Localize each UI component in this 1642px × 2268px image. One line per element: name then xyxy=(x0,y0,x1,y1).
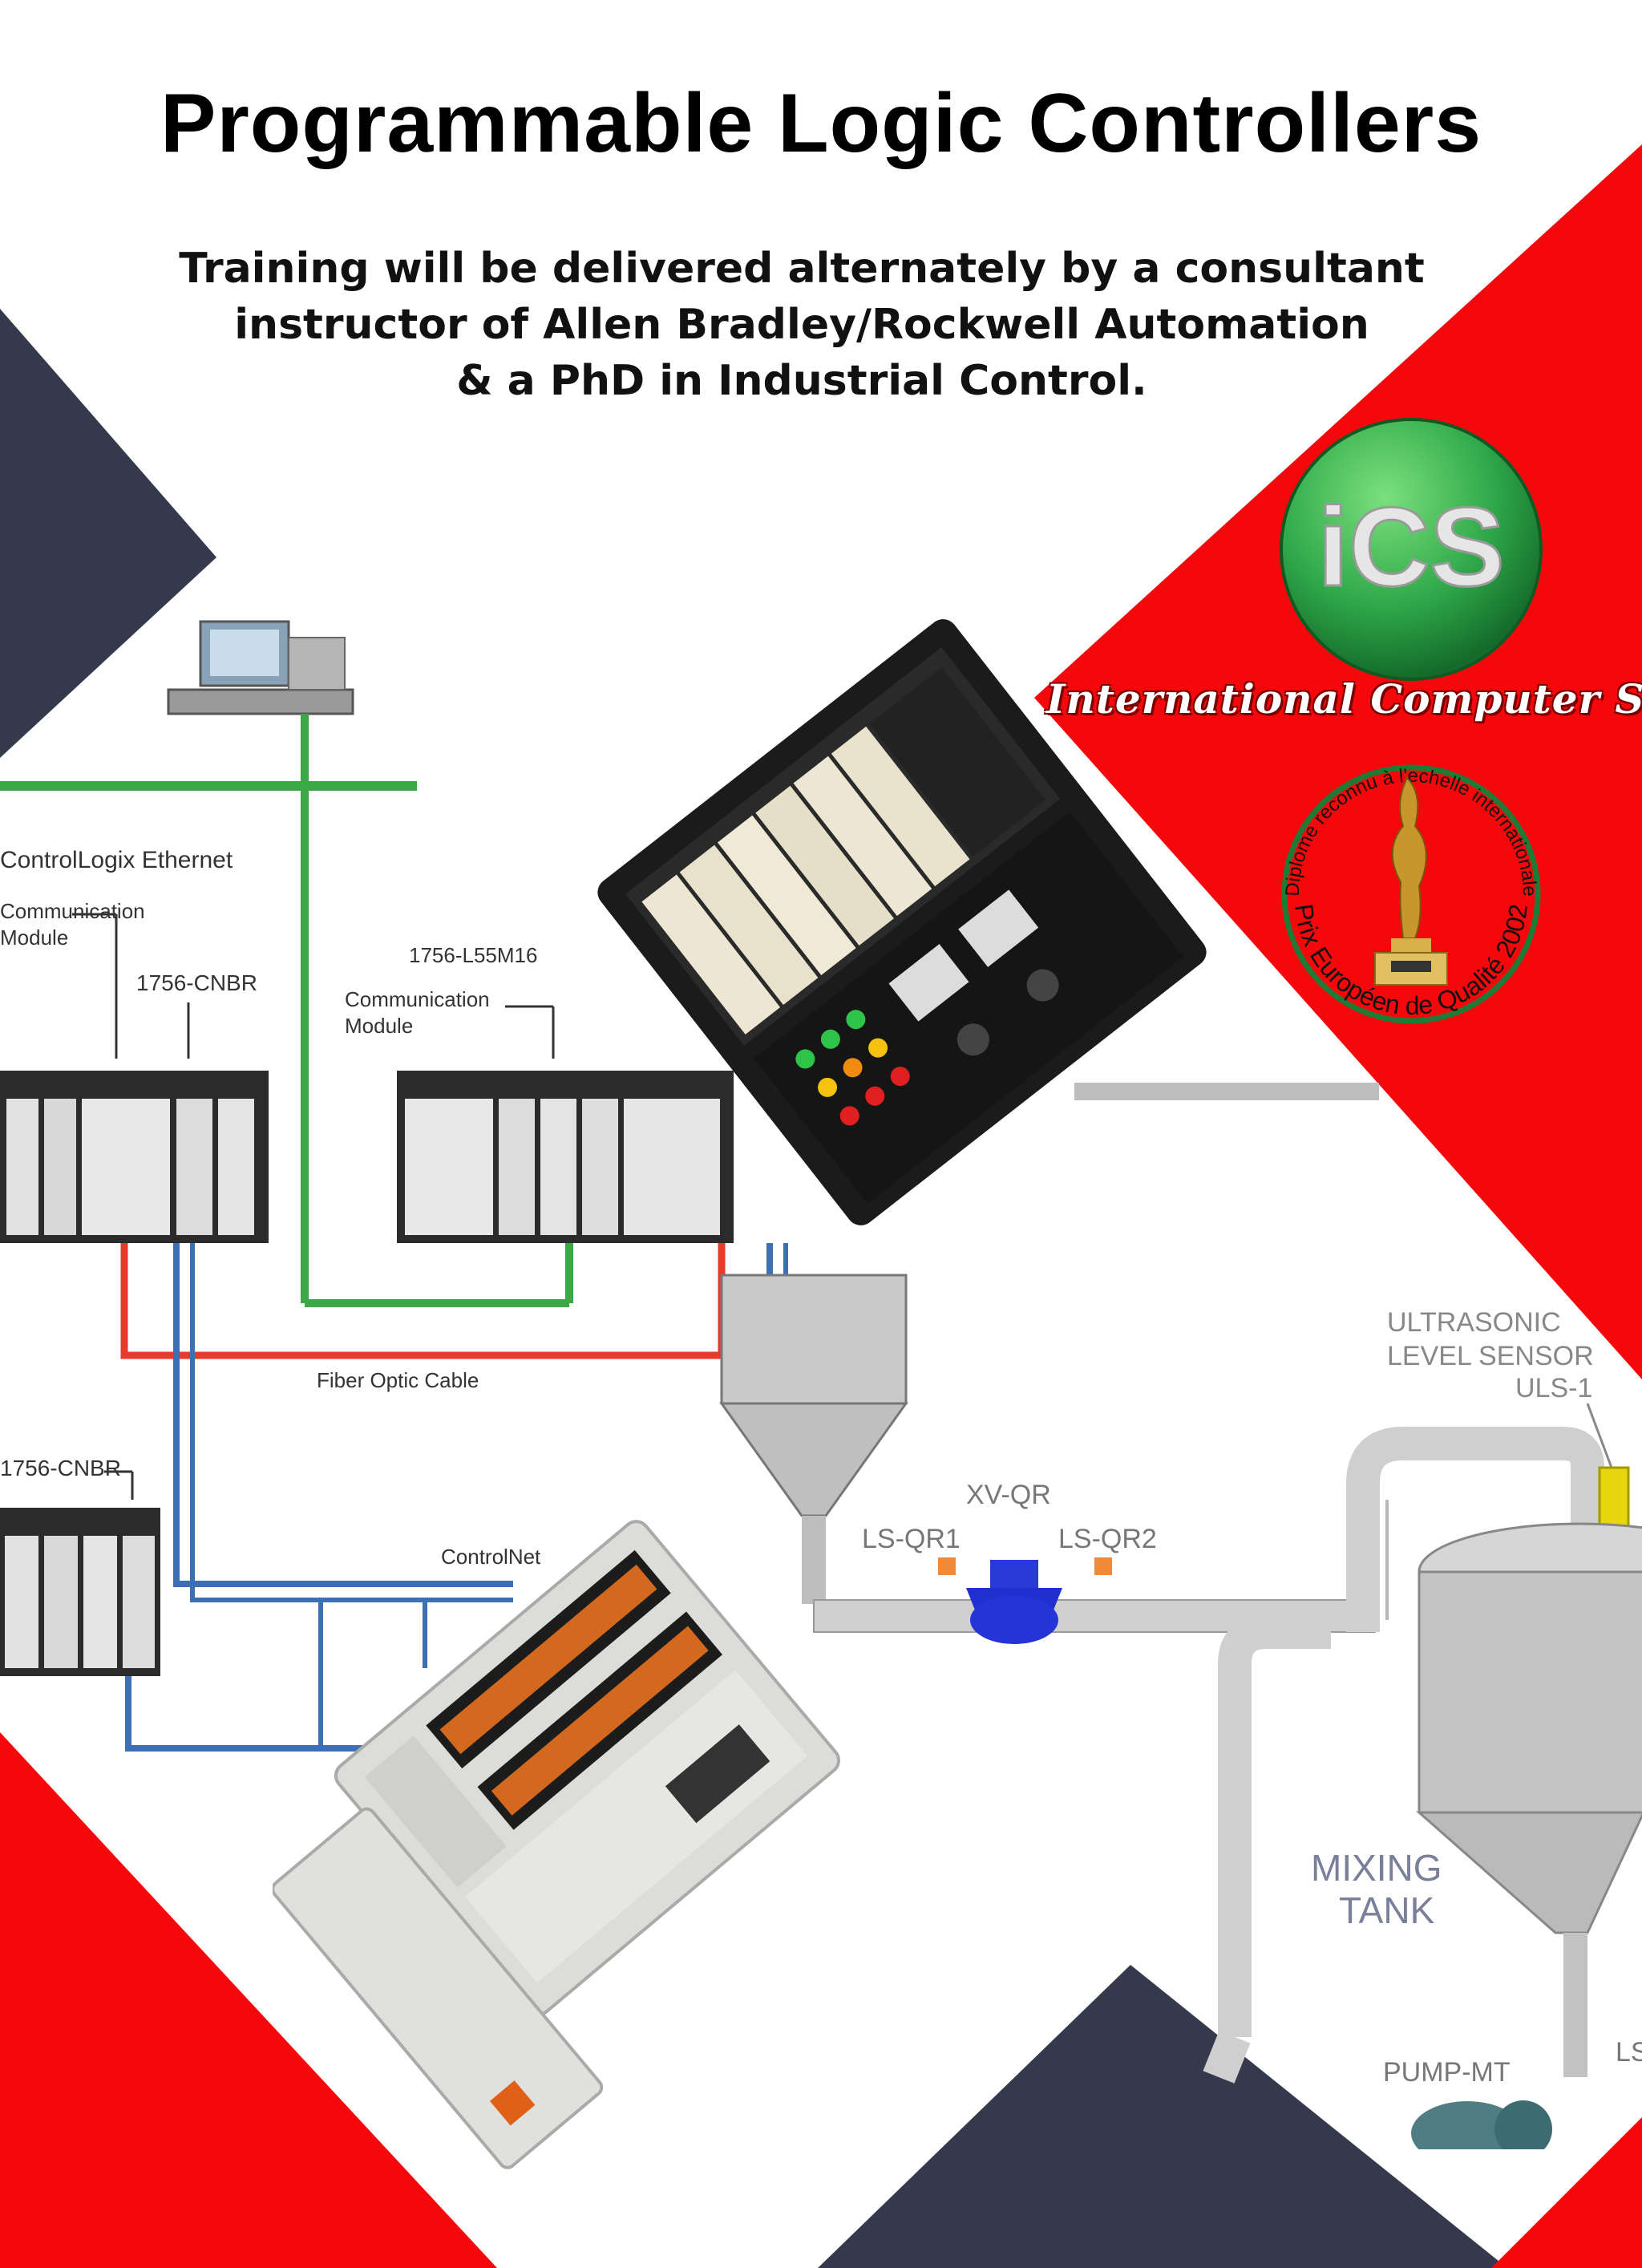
micro-plc-photo xyxy=(273,1520,841,2169)
sensor-label: ULTRASONIC xyxy=(1387,1307,1561,1338)
module-label: 1756-CNBR xyxy=(0,1456,121,1480)
logo-mark: iCS xyxy=(1317,484,1504,610)
controller-rack-1 xyxy=(0,1071,269,1243)
module-label: Module xyxy=(345,1014,413,1038)
edge-label: LS xyxy=(1616,2037,1642,2068)
level-switch-icon xyxy=(938,1557,956,1575)
mixing-tank xyxy=(1416,1522,1642,2077)
switch-label: LS-QR2 xyxy=(1058,1524,1157,1554)
process-diagram: XV-QR LS-QR1 LS-QR2 ULTRASONIC LEVEL SEN… xyxy=(719,1083,1642,2149)
subtitle-line: Training will be delivered alternately b… xyxy=(179,245,1425,293)
navy-triangle-bottom xyxy=(818,1965,1507,2268)
red-triangle-bottom-left xyxy=(0,1732,497,2268)
award-emblem: Diplome reconnu à l'echelle internationa… xyxy=(1281,764,1541,1024)
switch-label: LS-QR1 xyxy=(862,1524,961,1554)
sensor-tag: ULS-1 xyxy=(1515,1373,1592,1403)
computer-icon xyxy=(167,620,354,715)
ics-logo: iCS xyxy=(1280,418,1543,681)
subtitle-line: instructor of Allen Bradley/Rockwell Aut… xyxy=(234,301,1369,349)
page-title: Programmable Logic Controllers xyxy=(160,77,1482,170)
module-label: 1756-L55M16 xyxy=(409,943,537,967)
plc-chassis-photo xyxy=(597,619,1207,1225)
level-switch-icon xyxy=(1094,1557,1112,1575)
pump-icon xyxy=(1411,2100,1552,2149)
module-label: Communication xyxy=(0,899,145,923)
navy-triangle-left xyxy=(0,309,216,758)
red-triangle-bottom-right xyxy=(1491,2117,1642,2268)
subtitle: Training will be delivered alternately b… xyxy=(112,241,1491,409)
valve-label: XV-QR xyxy=(966,1480,1051,1510)
tank-label: TANK xyxy=(1339,1889,1435,1931)
module-label: 1756-CNBR xyxy=(136,970,257,995)
trophy-icon xyxy=(1374,776,1448,986)
module-label: Module xyxy=(0,925,68,950)
controlnet-label: ControlNet xyxy=(441,1545,541,1569)
module-label: Communication xyxy=(345,987,490,1011)
hopper xyxy=(719,1274,908,1604)
controller-rack-2 xyxy=(397,1071,734,1243)
subtitle-line: & a PhD in Industrial Control. xyxy=(456,357,1147,405)
company-name: International Computer Services xyxy=(1046,675,1642,723)
network-diagram: ControlLogix Ethernet Communication Modu… xyxy=(0,620,788,1752)
valve-icon xyxy=(966,1560,1062,1644)
ethernet-label: ControlLogix Ethernet xyxy=(0,847,233,873)
pump-label: PUMP-MT xyxy=(1383,2057,1511,2088)
fiber-label: Fiber Optic Cable xyxy=(317,1368,479,1392)
sensor-label: LEVEL SENSOR xyxy=(1387,1341,1594,1371)
tank-label: MIXING xyxy=(1311,1847,1442,1889)
controller-rack-3 xyxy=(0,1508,160,1676)
controlnet-line xyxy=(173,1243,513,1587)
